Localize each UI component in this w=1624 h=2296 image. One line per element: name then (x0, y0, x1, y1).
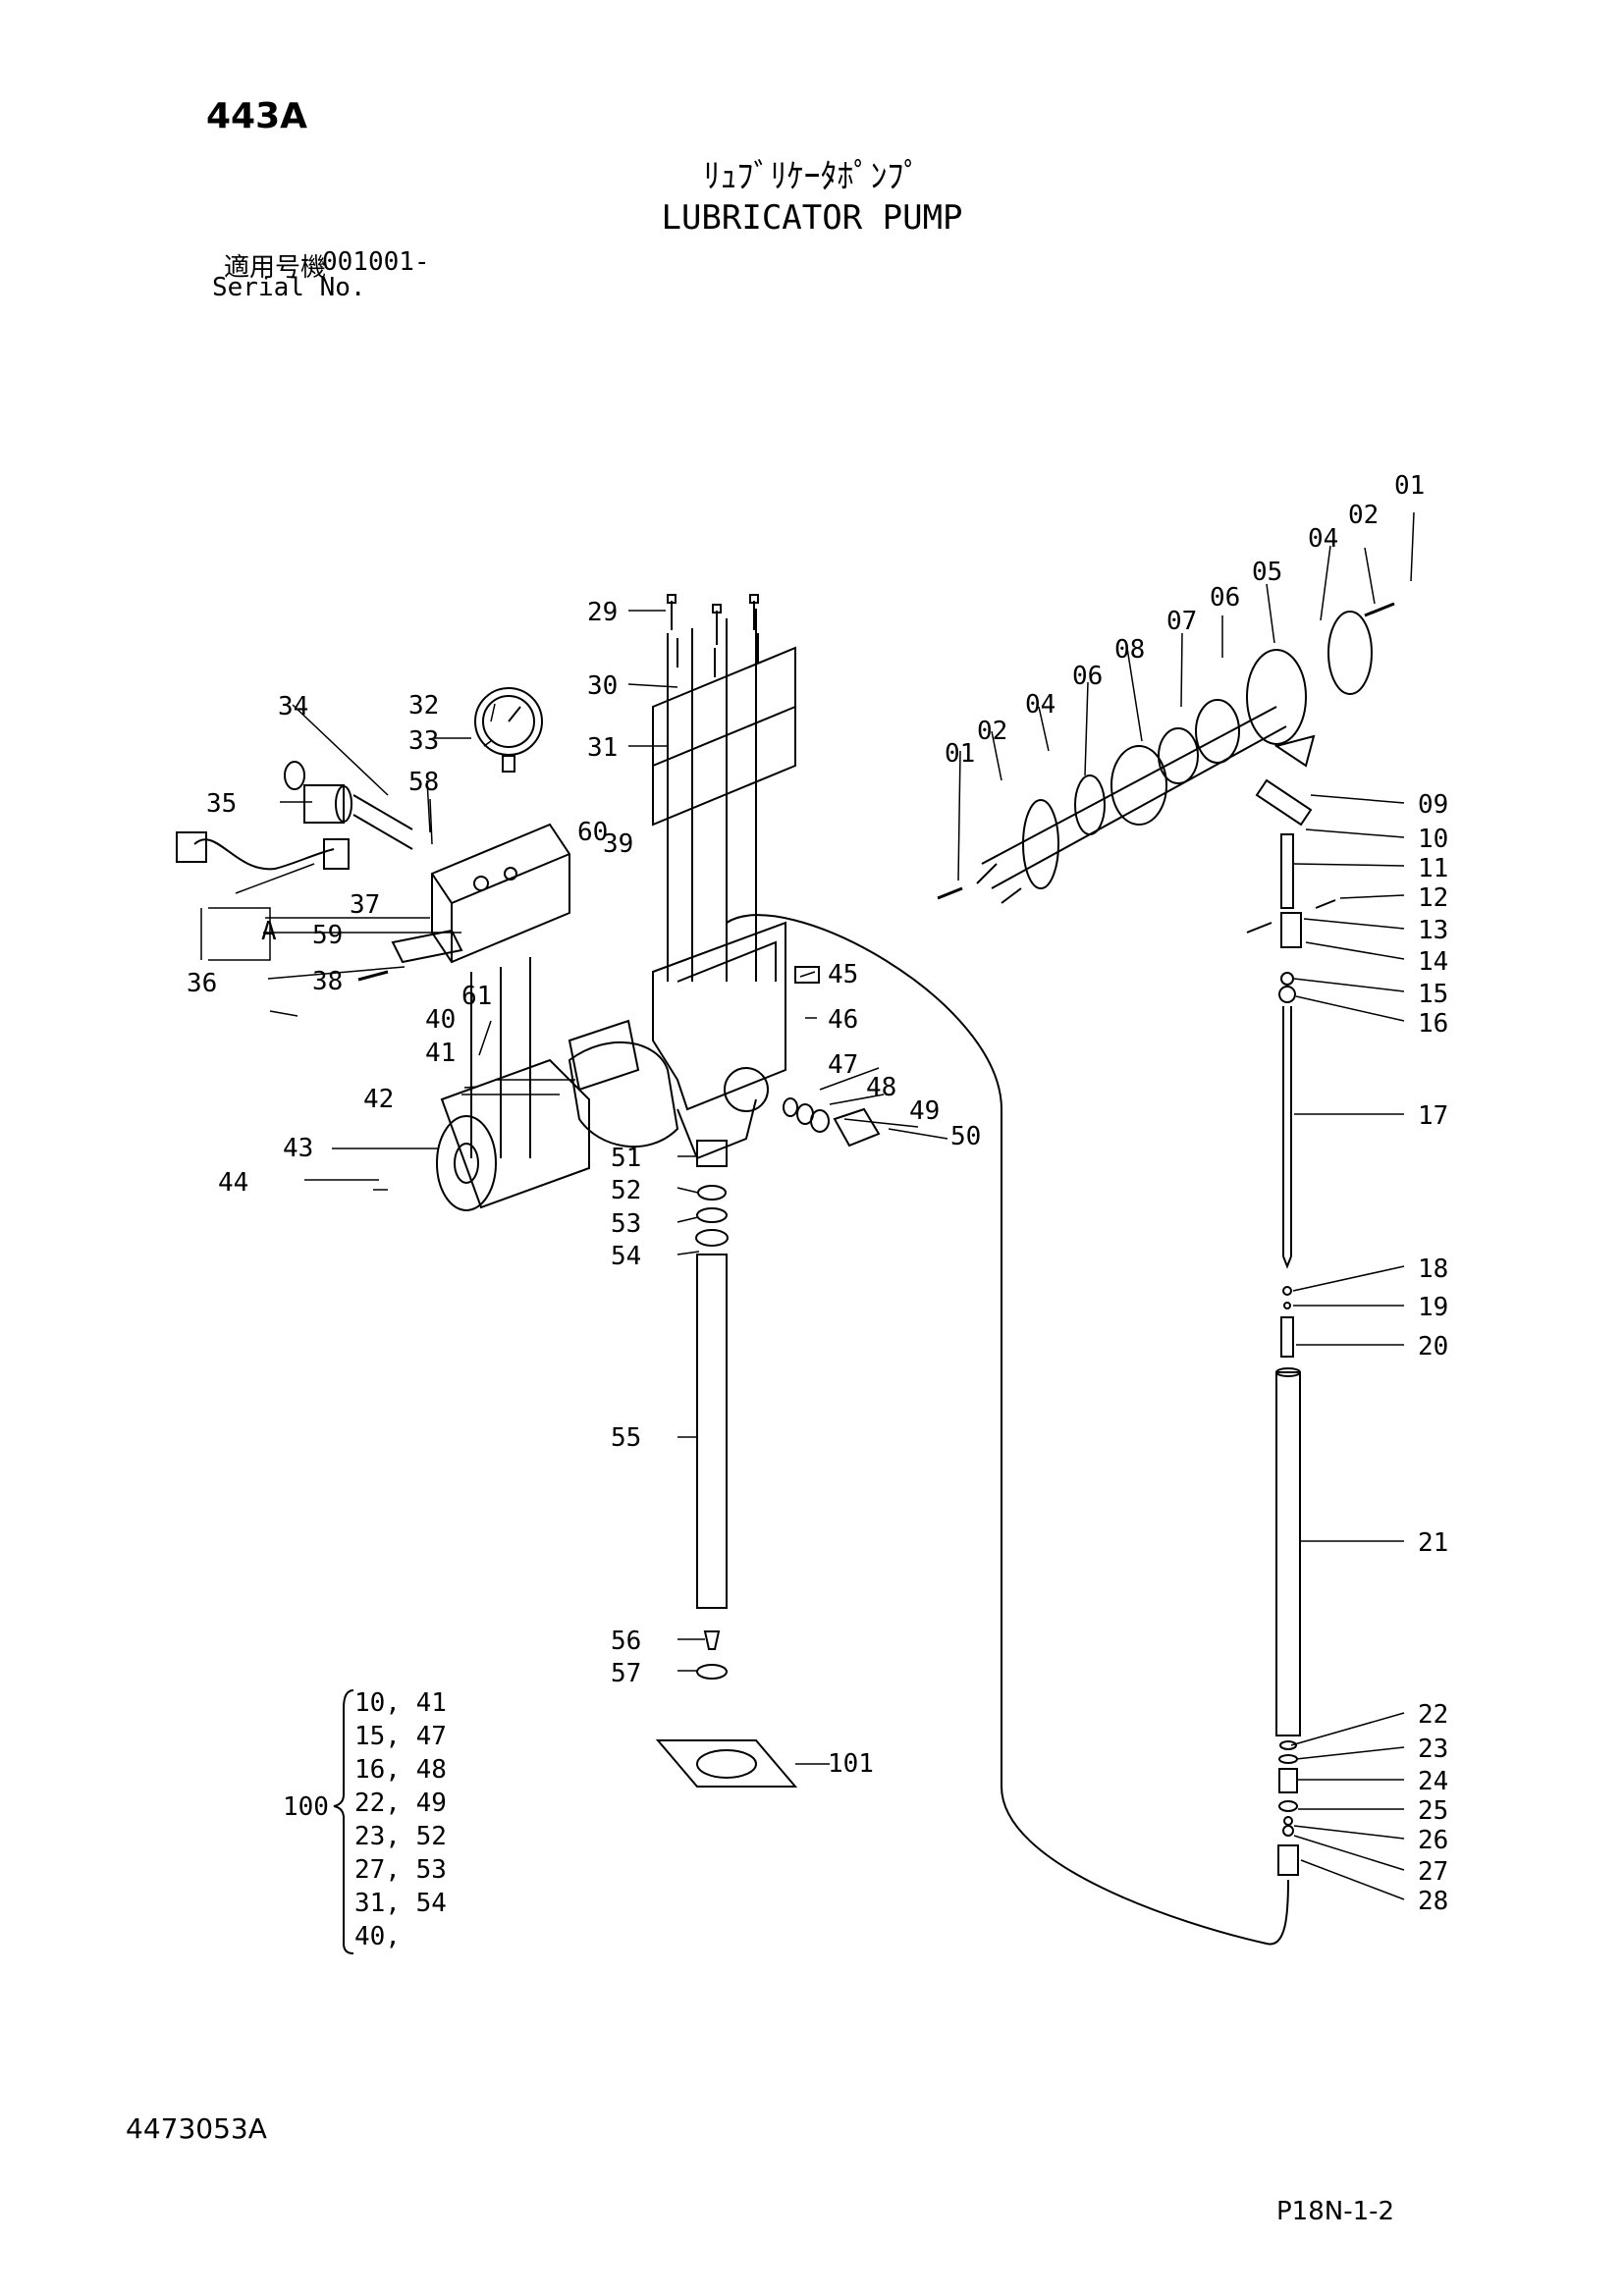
side-fittings (783, 966, 881, 1148)
serial-number-value: 001001- (322, 247, 430, 277)
vertical-pump-rod (1246, 833, 1336, 1876)
callout-35: 35 (206, 789, 238, 819)
callout-58: 58 (408, 768, 440, 797)
callout-09: 09 (1418, 790, 1449, 820)
kit-list: 10, 41 15, 47 16, 48 22, 49 23, 52 27, 5… (354, 1686, 447, 1953)
kit-row: 15, 47 (354, 1722, 447, 1751)
callout-55: 55 (611, 1423, 642, 1453)
callout-18: 18 (1418, 1255, 1449, 1284)
callout-41: 41 (425, 1039, 457, 1068)
kit-row: 22, 49 (354, 1789, 447, 1818)
callout-42: 42 (363, 1085, 395, 1114)
callout-04b: 04 (1025, 690, 1056, 720)
serial-label-japanese: 適用号機 (224, 253, 327, 283)
callout-59: 59 (312, 921, 344, 950)
title-japanese: ﾘｭﾌﾞﾘｹｰﾀﾎﾟﾝﾌﾟ (703, 157, 921, 196)
callout-51: 51 (611, 1144, 642, 1173)
callout-52: 52 (611, 1176, 642, 1205)
callout-37: 37 (350, 890, 381, 920)
callout-02a: 02 (1348, 501, 1380, 530)
motor (436, 1019, 640, 1211)
kit-row: 27, 53 (354, 1855, 447, 1885)
callout-36: 36 (187, 969, 218, 998)
callout-39: 39 (603, 829, 634, 859)
callout-30: 30 (587, 671, 619, 701)
callout-48: 48 (866, 1073, 897, 1102)
top-bolts (667, 594, 759, 677)
callout-53: 53 (611, 1209, 642, 1239)
hose-line (726, 914, 1289, 1946)
callout-04a: 04 (1308, 524, 1339, 554)
callout-61: 61 (461, 982, 493, 1011)
callout-06a: 06 (1210, 583, 1241, 613)
pump-housing (568, 609, 796, 1160)
callout-56: 56 (611, 1627, 642, 1656)
callout-45: 45 (828, 960, 859, 989)
callout-32: 32 (408, 691, 440, 721)
callout-07: 07 (1166, 607, 1198, 636)
page-title: LUBRICATOR PUMP (661, 198, 963, 238)
callout-06b: 06 (1072, 662, 1104, 691)
callout-60: 60 (577, 818, 609, 847)
kit-brace (333, 1689, 354, 1954)
callout-24: 24 (1418, 1767, 1449, 1796)
kit-row: 31, 54 (354, 1889, 447, 1918)
callout-A: A (261, 917, 277, 946)
callout-46: 46 (828, 1005, 859, 1035)
callout-26: 26 (1418, 1826, 1449, 1855)
callout-22: 22 (1418, 1700, 1449, 1730)
callout-43: 43 (283, 1134, 314, 1163)
callout-54: 54 (611, 1242, 642, 1271)
callout-20: 20 (1418, 1332, 1449, 1362)
callout-44: 44 (218, 1168, 249, 1198)
callout-50: 50 (950, 1122, 982, 1151)
callout-15: 15 (1418, 980, 1449, 1009)
callout-57: 57 (611, 1659, 642, 1688)
callout-19: 19 (1418, 1293, 1449, 1322)
callout-12: 12 (1418, 883, 1449, 913)
callout-101: 101 (828, 1749, 874, 1779)
callout-13: 13 (1418, 916, 1449, 945)
kit-row: 10, 41 (354, 1688, 447, 1718)
serial-label-english: Serial No. (212, 273, 366, 302)
valve-block (431, 823, 570, 1158)
callout-14: 14 (1418, 947, 1449, 977)
leader-lines (200, 511, 1415, 1900)
callout-28: 28 (1418, 1887, 1449, 1916)
page-code: 443A (206, 96, 308, 136)
callout-31: 31 (587, 733, 619, 763)
callout-40: 40 (425, 1005, 457, 1035)
callout-49: 49 (909, 1096, 941, 1126)
sensor-assembly (176, 761, 463, 982)
base-plate (655, 1739, 798, 1788)
document-number: 4473053A (126, 2112, 267, 2145)
kit-row: 23, 52 (354, 1822, 447, 1851)
kit-row: 16, 48 (354, 1755, 447, 1785)
kit-row: 40, (354, 1922, 401, 1951)
kit-label: 100 (283, 1792, 329, 1822)
callout-08: 08 (1114, 635, 1146, 665)
callout-02b: 02 (977, 717, 1008, 746)
page-reference: P18N-1-2 (1276, 2197, 1395, 2226)
pressure-gauge (474, 687, 543, 773)
callout-16: 16 (1418, 1009, 1449, 1039)
shaft-assembly (937, 602, 1395, 904)
callout-47: 47 (828, 1050, 859, 1080)
callout-38: 38 (312, 967, 344, 996)
callout-27: 27 (1418, 1857, 1449, 1887)
callout-29: 29 (587, 598, 619, 627)
callout-05: 05 (1252, 558, 1283, 587)
callout-25: 25 (1418, 1796, 1449, 1826)
callout-11: 11 (1418, 854, 1449, 883)
callout-01b: 01 (945, 739, 976, 769)
suction-pipe (695, 1140, 729, 1680)
callout-01a: 01 (1394, 471, 1426, 501)
callout-34: 34 (278, 692, 309, 721)
callout-33: 33 (408, 726, 440, 756)
callout-17: 17 (1418, 1101, 1449, 1131)
callout-23: 23 (1418, 1735, 1449, 1764)
callout-21: 21 (1418, 1528, 1449, 1558)
callout-10: 10 (1418, 825, 1449, 854)
